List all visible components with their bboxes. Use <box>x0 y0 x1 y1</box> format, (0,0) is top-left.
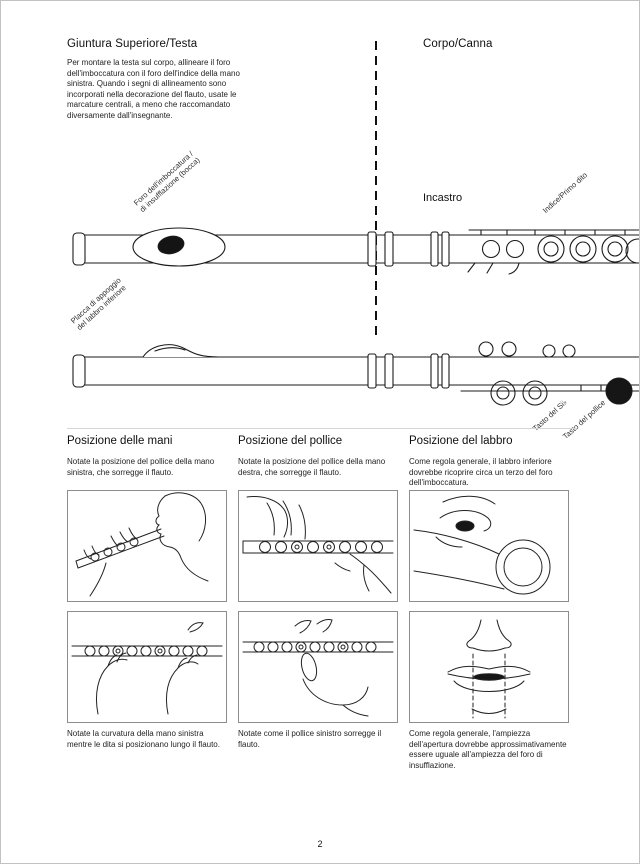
illustration-lip-top <box>409 490 569 602</box>
intro-paragraph: Per montare la testa sul corpo, allinear… <box>67 58 240 120</box>
lip-plate-label: Placca di appoggio del labbro inferiore <box>68 275 128 332</box>
caption-lip: Come regola generale, l'ampiezza dell'ap… <box>409 729 567 770</box>
heading-body-joint: Corpo/Canna <box>423 38 493 50</box>
section-text-lip: Come regola generale, il labbro inferior… <box>409 457 553 488</box>
embouchure-hole-label: Foro dell'imboccatura / di insufflazione… <box>131 149 202 214</box>
section-text-thumb: Notate la posizione del pollice della ma… <box>238 457 386 477</box>
illustration-hands-top <box>67 490 227 602</box>
illustration-hands-bottom <box>67 611 227 723</box>
section-heading-thumb: Posizione del pollice <box>238 435 343 447</box>
caption-hands: Notate la curvatura della mano sinistra … <box>67 729 220 749</box>
illustration-thumb-bottom <box>238 611 398 723</box>
flute-bottom-view-illustration <box>72 341 639 406</box>
alignment-dashed-line <box>375 41 377 339</box>
page-number: 2 <box>317 839 323 849</box>
section-text-hands: Notate la posizione del pollice della ma… <box>67 457 215 477</box>
flute-top-view-illustration <box>72 227 639 275</box>
caption-thumb: Notate come il pollice sinistro sorregge… <box>238 729 382 749</box>
index-finger-label: Indice/Primo dito <box>540 170 590 215</box>
illustration-thumb-top <box>238 490 398 602</box>
illustration-lip-bottom <box>409 611 569 723</box>
tenon-joint-label: Incastro <box>423 192 463 204</box>
section-heading-hands: Posizione delle mani <box>67 435 173 447</box>
heading-head-joint: Giuntura Superiore/Testa <box>67 38 198 50</box>
section-divider-line <box>67 428 576 429</box>
section-heading-lip: Posizione del labbro <box>409 435 513 447</box>
